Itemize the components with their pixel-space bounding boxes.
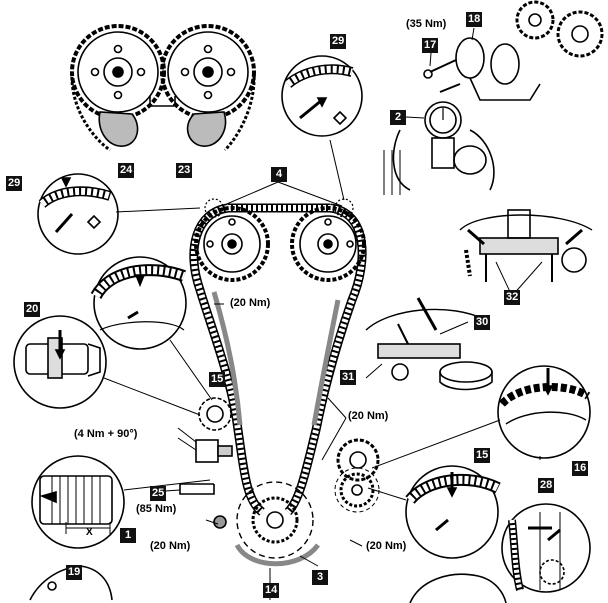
torque-label-20nm-left: (20 Nm) — [150, 540, 191, 552]
detail-chain-mark — [90, 256, 213, 401]
callout-15-right: 15 — [474, 448, 491, 463]
detail-20-tensioner — [13, 315, 201, 416]
callout-19: 19 — [66, 565, 83, 580]
callout-14: 14 — [263, 583, 280, 598]
callout-25: 25 — [150, 486, 167, 501]
dial-gauge-assembly — [383, 101, 495, 195]
callout-16: 16 — [572, 461, 589, 476]
callout-15-left: 15 — [209, 372, 226, 387]
detail-15-right — [367, 465, 501, 559]
callout-31: 31 — [340, 370, 357, 385]
torque-label-20nm-bottom: (20 Nm) — [366, 540, 407, 552]
torque-label-4nm-90: (4 Nm + 90°) — [74, 428, 138, 440]
dimension-x-label: X — [86, 527, 93, 538]
callout-3: 3 — [312, 570, 328, 585]
detail-29-left — [37, 173, 201, 255]
torque-label-20nm-top: (20 Nm) — [230, 297, 271, 309]
callout-24: 24 — [118, 163, 135, 178]
timing-chain — [189, 203, 367, 516]
callout-2: 2 — [390, 110, 406, 125]
callout-30: 30 — [474, 315, 491, 330]
cam-gear-assembly — [423, 0, 604, 101]
torque-label-85nm: (85 Nm) — [136, 503, 177, 515]
detail-15-left — [198, 397, 232, 431]
upper-sprocket-pair — [70, 24, 256, 152]
torque-label-35nm: (35 Nm) — [406, 18, 447, 30]
detail-16 — [371, 365, 591, 469]
detail-1-dimension — [31, 455, 211, 549]
callout-29-top: 29 — [330, 34, 347, 49]
callout-17: 17 — [422, 38, 439, 53]
callout-23: 23 — [176, 163, 193, 178]
locking-tool-30-31 — [365, 297, 493, 391]
detail-29-top — [281, 55, 363, 201]
intake-cam-sprocket — [194, 206, 270, 282]
exhaust-cam-sprocket — [290, 206, 366, 282]
callout-29-left: 29 — [6, 176, 23, 191]
callout-18: 18 — [466, 12, 483, 27]
callout-1: 1 — [120, 528, 136, 543]
chain-tensioner — [179, 439, 233, 529]
crankshaft-sprocket — [234, 481, 321, 567]
callout-4: 4 — [271, 167, 287, 182]
callout-20: 20 — [24, 302, 41, 317]
torque-label-20nm-right: (20 Nm) — [348, 410, 389, 422]
callout-28: 28 — [538, 478, 555, 493]
detail-28 — [501, 503, 591, 593]
callout-32: 32 — [504, 290, 521, 305]
idler-sprocket — [334, 438, 380, 513]
locking-tool-32 — [459, 209, 593, 282]
